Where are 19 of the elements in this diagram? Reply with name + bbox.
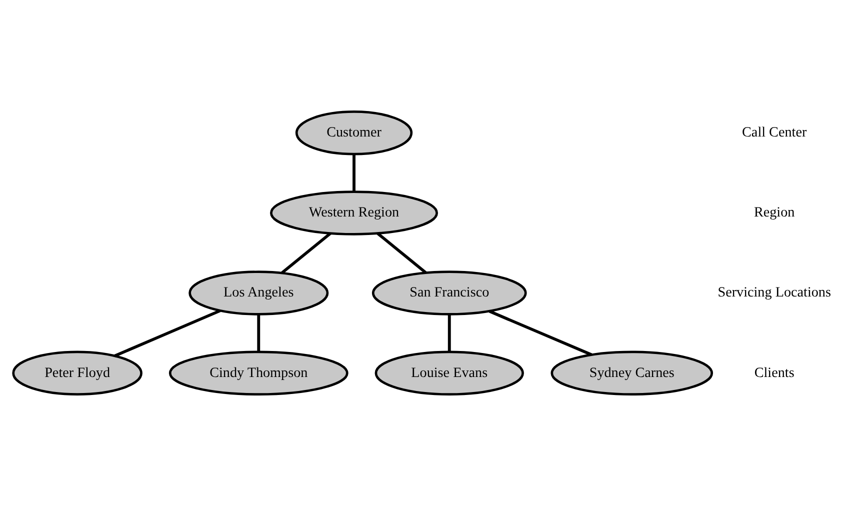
connector	[352, 154, 356, 192]
connector	[281, 232, 332, 274]
label: Region	[754, 204, 795, 221]
node-ellipse: Western Region	[270, 190, 438, 236]
node-ellipse: Peter Floyd	[12, 350, 142, 396]
node-ellipse: Los Angeles	[188, 270, 329, 316]
node-ellipse: San Francisco	[372, 270, 527, 316]
connector	[376, 232, 427, 274]
connector	[488, 310, 592, 356]
connector	[448, 314, 451, 352]
connector	[114, 309, 221, 358]
label: Clients	[754, 364, 794, 381]
node-ellipse: Cindy Thompson	[168, 350, 348, 396]
node-ellipse: Sydney Carnes	[550, 350, 714, 396]
label: Call Center	[742, 124, 807, 141]
node-ellipse: Customer	[295, 110, 413, 156]
connector	[257, 314, 260, 352]
label: Servicing Locations	[718, 284, 831, 301]
node-ellipse: Louise Evans	[374, 350, 524, 396]
